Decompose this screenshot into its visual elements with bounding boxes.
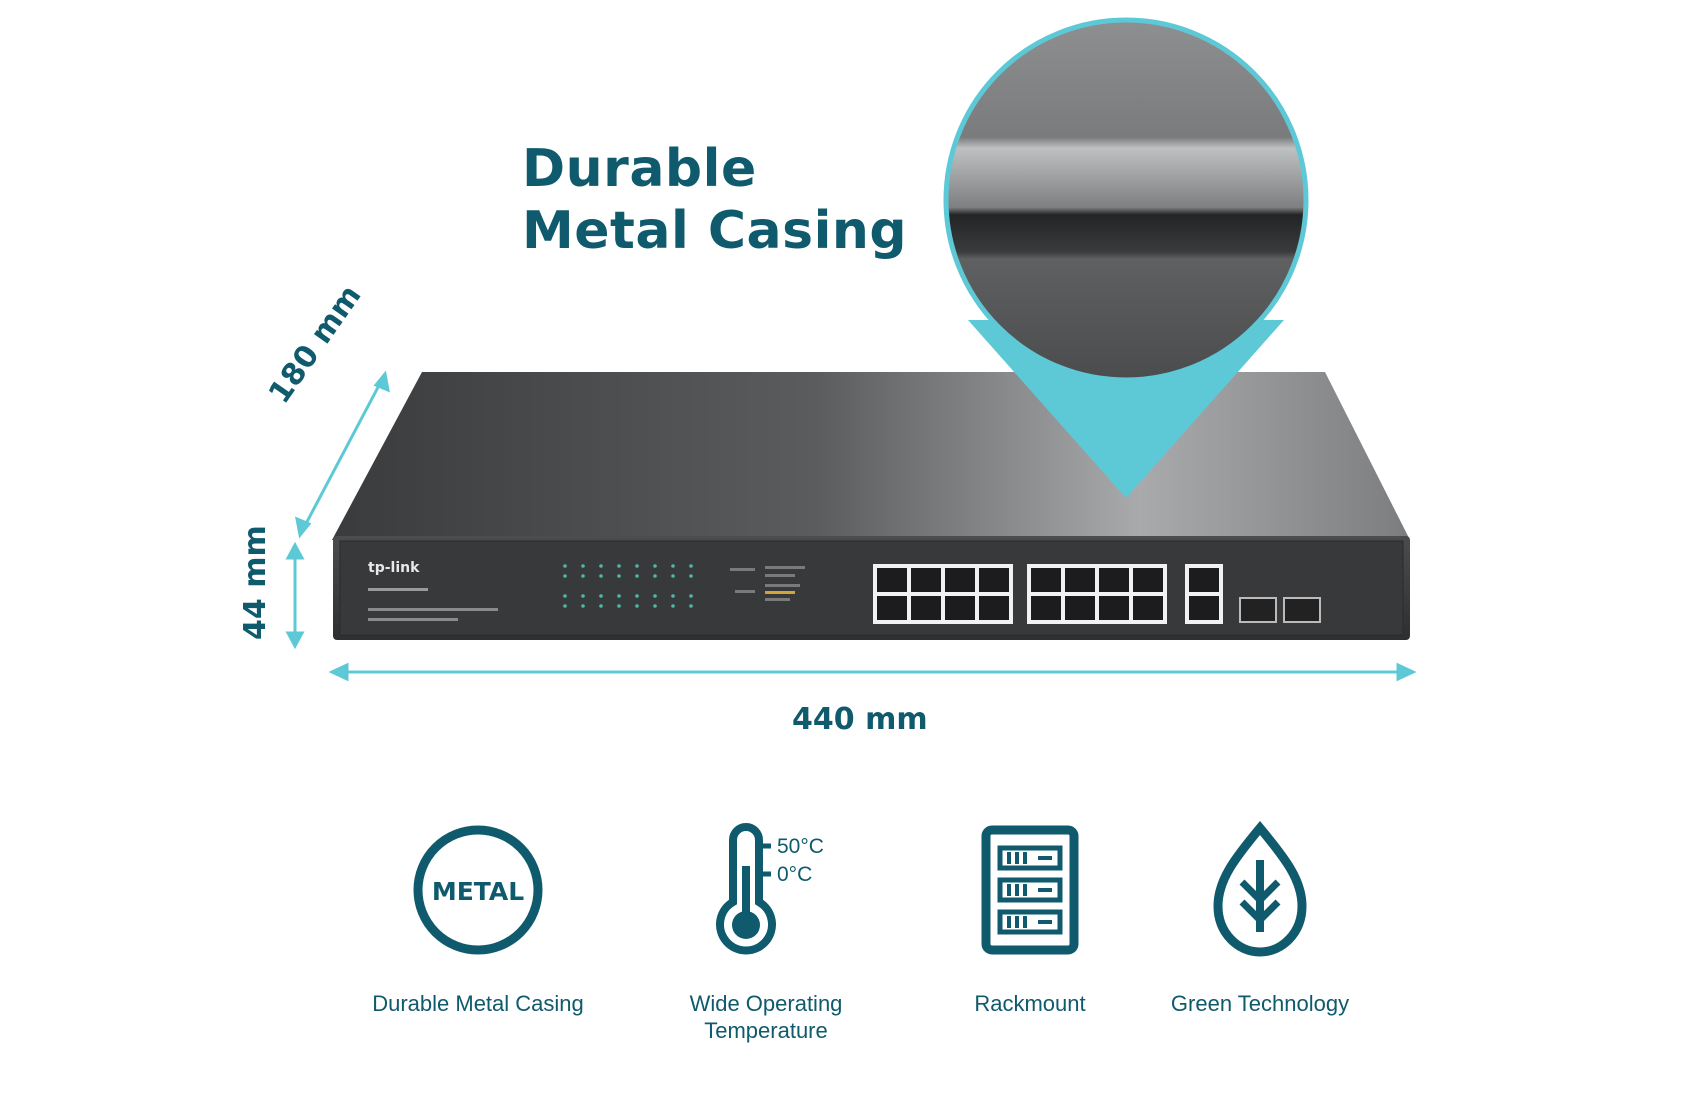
status-led <box>653 564 657 568</box>
status-led <box>671 594 675 598</box>
width-label: 440 mm <box>792 702 928 737</box>
status-led <box>689 594 693 598</box>
rj45-port <box>979 596 1009 620</box>
feature-rackmount: Rackmount <box>900 820 1160 1017</box>
status-led <box>653 604 657 608</box>
rj45-port <box>1065 568 1095 592</box>
temp-high: 50°C <box>777 835 824 858</box>
headline-line1: Durable <box>522 139 757 199</box>
status-led <box>617 594 621 598</box>
status-led <box>581 594 585 598</box>
status-led <box>653 594 657 598</box>
status-led <box>689 574 693 578</box>
feature-label-line2: Temperature <box>704 1018 828 1043</box>
status-led <box>563 594 567 598</box>
rj45-port <box>1065 596 1095 620</box>
rj45-port <box>1133 596 1163 620</box>
metal-badge-icon: METAL <box>348 820 608 960</box>
status-led <box>635 594 639 598</box>
rj45-port <box>1189 568 1219 592</box>
feature-label: Green Technology <box>1170 991 1350 1016</box>
status-led <box>563 604 567 608</box>
feature-temperature: 50°C 0°C Wide Operating Temperature <box>636 820 896 1044</box>
status-led <box>563 564 567 568</box>
status-led <box>635 604 639 608</box>
rj45-port <box>1031 568 1061 592</box>
feature-label: Rackmount <box>974 991 1086 1016</box>
headline-line2: Metal Casing <box>522 201 908 261</box>
status-led <box>617 604 621 608</box>
leaf-icon <box>1130 820 1390 960</box>
status-led <box>563 574 567 578</box>
feature-label: Wide Operating Temperature <box>636 990 896 1044</box>
headline: Durable Metal Casing <box>522 138 907 262</box>
status-led <box>671 564 675 568</box>
rj45-port <box>911 596 941 620</box>
thermometer-icon: 50°C 0°C <box>636 820 896 960</box>
status-leds <box>563 564 693 608</box>
sfp-slot <box>1283 597 1321 623</box>
status-led <box>653 574 657 578</box>
status-led <box>599 594 603 598</box>
status-led <box>617 564 621 568</box>
rj45-port <box>1031 596 1061 620</box>
status-led <box>599 604 603 608</box>
status-led <box>599 564 603 568</box>
zoom-magnifier <box>943 17 1309 383</box>
status-led <box>617 574 621 578</box>
status-led <box>689 564 693 568</box>
rj45-port <box>1099 596 1129 620</box>
rj45-port <box>877 596 907 620</box>
feature-green-technology: Green Technology <box>1130 820 1390 1017</box>
rj45-port <box>1133 568 1163 592</box>
rj45-port <box>911 568 941 592</box>
metal-badge-text: METAL <box>432 877 524 906</box>
rj45-port <box>945 596 975 620</box>
status-led <box>581 564 585 568</box>
rj45-port <box>1099 568 1129 592</box>
status-led <box>671 604 675 608</box>
feature-metal-casing: METAL Durable Metal Casing <box>348 820 608 1017</box>
status-led <box>599 574 603 578</box>
status-led <box>689 604 693 608</box>
status-led <box>581 574 585 578</box>
height-label: 44 mm <box>238 525 273 640</box>
depth-arrow <box>298 373 387 536</box>
status-led <box>671 574 675 578</box>
status-led <box>635 574 639 578</box>
sfp-slot <box>1239 597 1277 623</box>
rj45-port <box>945 568 975 592</box>
switch-top <box>332 372 1410 540</box>
rj45-port <box>1189 596 1219 620</box>
feature-label-line1: Wide Operating <box>689 991 843 1016</box>
brand-logo: tp-link <box>368 560 420 576</box>
status-led <box>635 564 639 568</box>
rackmount-icon <box>900 820 1160 960</box>
rj45-port <box>979 568 1009 592</box>
feature-label: Durable Metal Casing <box>372 991 584 1016</box>
temp-low: 0°C <box>777 863 812 886</box>
rj45-ports <box>873 564 1223 624</box>
status-led <box>581 604 585 608</box>
rj45-port <box>877 568 907 592</box>
